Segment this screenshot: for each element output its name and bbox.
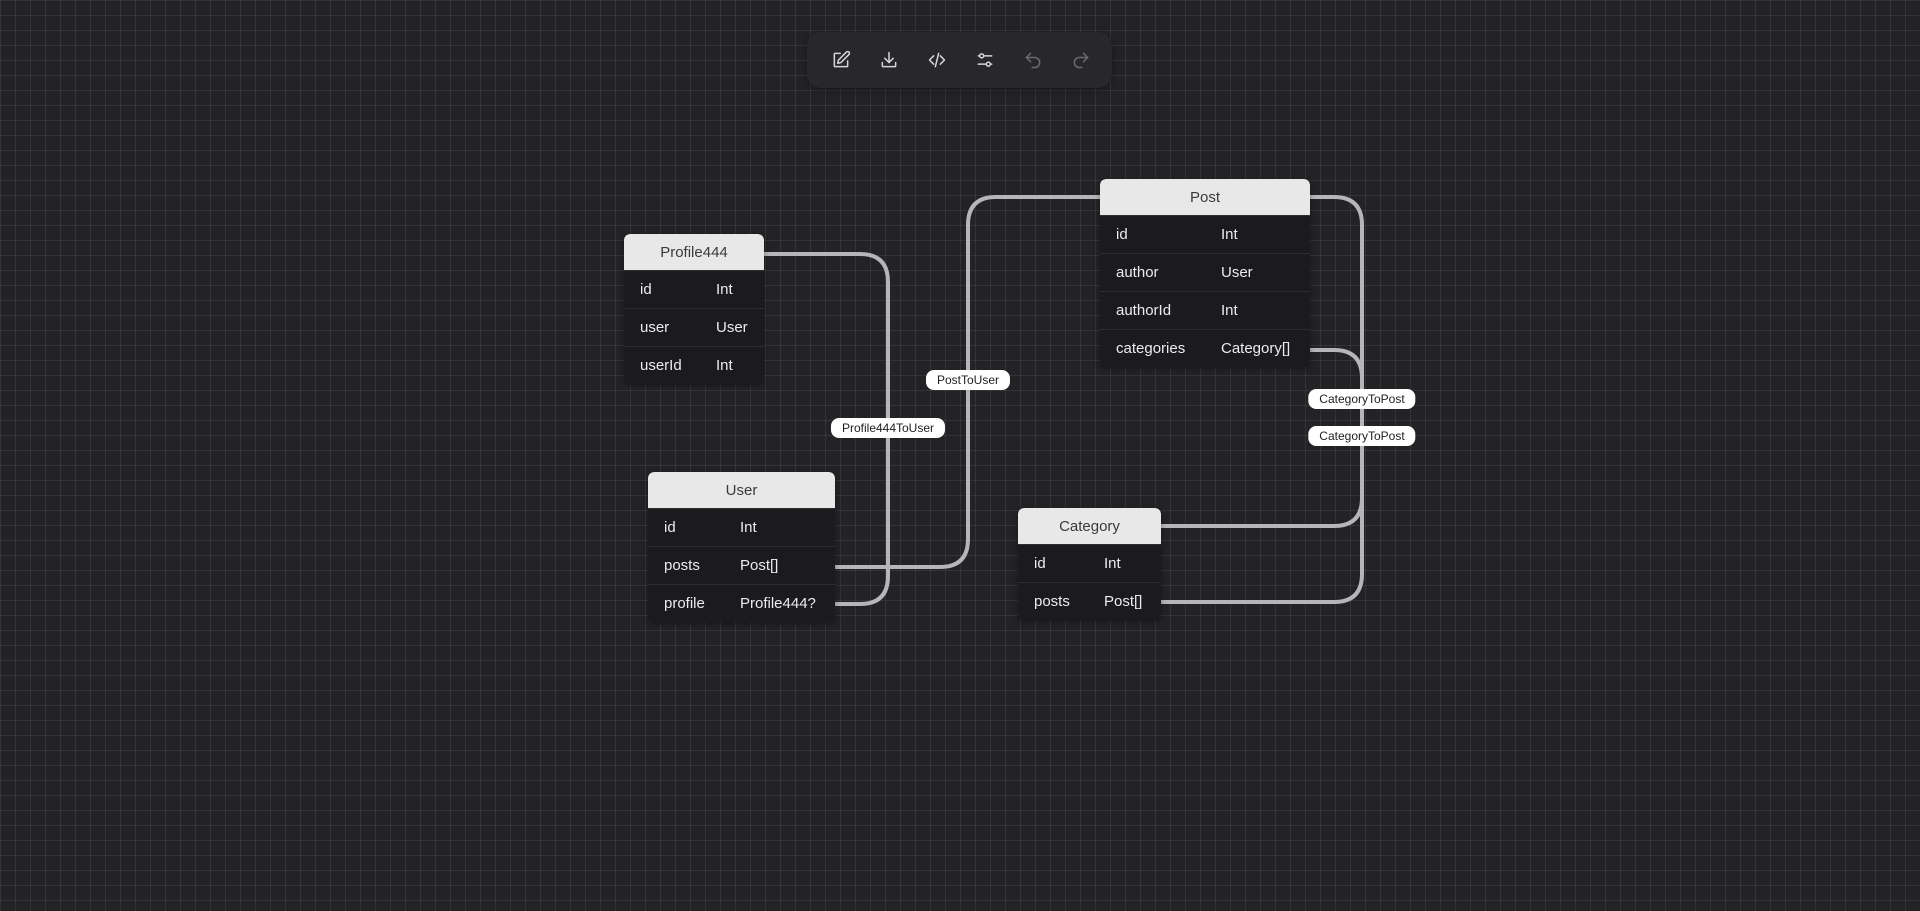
field-row[interactable]: authorId Int bbox=[1100, 291, 1310, 329]
field-name: id bbox=[1116, 226, 1128, 243]
relation-label-category-to-post-2[interactable]: CategoryToPost bbox=[1308, 426, 1416, 446]
field-name: id bbox=[664, 519, 676, 536]
field-type: Category[] bbox=[1221, 340, 1291, 357]
field-row[interactable]: categories Category[] bbox=[1100, 329, 1310, 367]
field-name: userId bbox=[640, 357, 682, 374]
settings-button[interactable] bbox=[971, 46, 999, 74]
relation-label-category-to-post-1[interactable]: CategoryToPost bbox=[1308, 389, 1416, 409]
field-type: Profile444? bbox=[740, 595, 816, 612]
field-name: posts bbox=[1034, 593, 1070, 610]
edge-post-category-1[interactable] bbox=[1161, 195, 1364, 528]
field-type: Int bbox=[716, 281, 733, 298]
model-node-post[interactable]: Post id Int author User authorId Int cat… bbox=[1100, 179, 1310, 367]
edit-button[interactable] bbox=[827, 46, 855, 74]
field-row[interactable]: user User bbox=[624, 308, 764, 346]
model-title[interactable]: User bbox=[648, 472, 835, 508]
undo-icon bbox=[1025, 52, 1041, 69]
field-type: Int bbox=[1104, 555, 1121, 572]
field-row[interactable]: posts Post[] bbox=[1018, 582, 1161, 620]
field-row[interactable]: posts Post[] bbox=[648, 546, 835, 584]
field-type: Int bbox=[740, 519, 757, 536]
relation-label-post-to-user[interactable]: PostToUser bbox=[925, 370, 1011, 390]
field-row[interactable]: author User bbox=[1100, 253, 1310, 291]
field-name: user bbox=[640, 319, 670, 336]
edge-post-category-2[interactable] bbox=[1161, 348, 1364, 604]
download-icon bbox=[881, 51, 897, 68]
field-row[interactable]: id Int bbox=[648, 508, 835, 546]
field-type: Post[] bbox=[1104, 593, 1143, 610]
field-type: Int bbox=[1221, 226, 1238, 243]
field-type: User bbox=[1221, 264, 1253, 281]
model-title[interactable]: Category bbox=[1018, 508, 1161, 544]
field-name: categories bbox=[1116, 340, 1186, 357]
field-name: profile bbox=[664, 595, 705, 612]
field-type: Int bbox=[716, 357, 733, 374]
field-row[interactable]: id Int bbox=[624, 270, 764, 308]
field-name: author bbox=[1116, 264, 1159, 281]
field-row[interactable]: userId Int bbox=[624, 346, 764, 384]
field-type: User bbox=[716, 319, 748, 336]
edit-icon bbox=[833, 50, 851, 68]
toolbar bbox=[807, 32, 1112, 88]
model-node-user[interactable]: User id Int posts Post[] profile Profile… bbox=[648, 472, 835, 622]
undo-button[interactable] bbox=[1019, 46, 1047, 74]
model-title[interactable]: Post bbox=[1100, 179, 1310, 215]
relation-label-profile444-to-user[interactable]: Profile444ToUser bbox=[830, 418, 946, 438]
field-type: Post[] bbox=[740, 557, 779, 574]
settings-sliders-icon bbox=[977, 53, 993, 67]
code-button[interactable] bbox=[923, 46, 951, 74]
field-name: posts bbox=[664, 557, 700, 574]
field-name: id bbox=[640, 281, 652, 298]
code-icon bbox=[928, 52, 946, 68]
field-type: Int bbox=[1221, 302, 1238, 319]
field-name: id bbox=[1034, 555, 1046, 572]
download-button[interactable] bbox=[875, 46, 903, 74]
field-row[interactable]: profile Profile444? bbox=[648, 584, 835, 622]
field-row[interactable]: id Int bbox=[1018, 544, 1161, 582]
field-row[interactable]: id Int bbox=[1100, 215, 1310, 253]
model-title[interactable]: Profile444 bbox=[624, 234, 764, 270]
field-name: authorId bbox=[1116, 302, 1172, 319]
redo-button[interactable] bbox=[1067, 46, 1095, 74]
redo-icon bbox=[1073, 52, 1089, 69]
model-node-category[interactable]: Category id Int posts Post[] bbox=[1018, 508, 1161, 620]
model-node-profile444[interactable]: Profile444 id Int user User userId Int bbox=[624, 234, 764, 384]
